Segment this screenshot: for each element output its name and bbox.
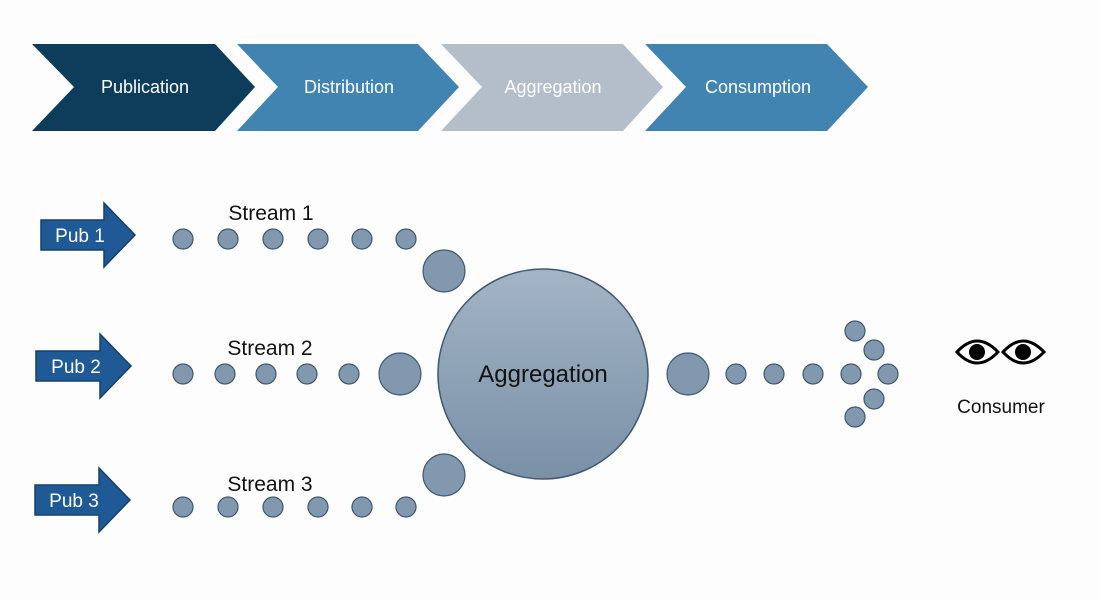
- aggregation-label: Aggregation: [478, 361, 607, 388]
- stream-dot: [763, 363, 785, 385]
- pipeline-step-label: Consumption: [705, 77, 811, 97]
- stream-dot: [351, 496, 373, 518]
- stream-dot: [351, 228, 373, 250]
- stream-dot: [262, 228, 284, 250]
- stream-dot: [877, 363, 899, 385]
- stream-2-dots: [172, 352, 422, 396]
- pipeline-step-label: Aggregation: [504, 77, 601, 97]
- pipeline-step-aggregation: Aggregation: [441, 44, 663, 131]
- stream-dot: [338, 363, 360, 385]
- stream-dot-large: [666, 352, 710, 396]
- chevron-shape: [32, 44, 255, 131]
- stream-dot: [172, 496, 194, 518]
- stream-label-1: Stream 1: [228, 202, 313, 225]
- stream-dot: [307, 496, 329, 518]
- stream-dot: [217, 228, 239, 250]
- pipeline-step-label: Publication: [101, 77, 189, 97]
- stream-labels: Stream 1 Stream 2 Stream 3: [227, 202, 313, 496]
- stream-1-dots: [172, 228, 466, 293]
- stream-3-dots: [172, 453, 466, 518]
- consumer: Consumer: [954, 339, 1047, 418]
- publisher-label: Pub 1: [55, 226, 105, 247]
- stream-dot-large: [422, 249, 466, 293]
- stream-dot: [844, 406, 866, 428]
- right-arrow-icon: [35, 332, 133, 400]
- eye-right-icon: [1000, 339, 1047, 365]
- stream-dot: [395, 228, 417, 250]
- stream-dot-large: [378, 352, 422, 396]
- chevron-shape: [441, 44, 663, 131]
- stream-dot: [262, 496, 284, 518]
- stream-label-2: Stream 2: [227, 337, 312, 360]
- stream-dot: [217, 496, 239, 518]
- publisher-label: Pub 2: [51, 357, 101, 378]
- stream-dot: [296, 363, 318, 385]
- stream-label-3: Stream 3: [227, 473, 312, 496]
- consumer-label: Consumer: [957, 397, 1045, 418]
- stream-dot: [802, 363, 824, 385]
- stream-dot: [255, 363, 277, 385]
- stream-dot: [725, 363, 747, 385]
- aggregation-node: Aggregation: [437, 268, 649, 480]
- stream-dot: [840, 363, 862, 385]
- stream-dot: [307, 228, 329, 250]
- stream-dot: [172, 363, 194, 385]
- stream-dot: [214, 363, 236, 385]
- eye-left-icon: [954, 339, 1001, 365]
- chevron-shape: [237, 44, 459, 131]
- aggregation-circle: [437, 268, 649, 480]
- stream-dot: [172, 228, 194, 250]
- chevron-shape: [645, 44, 868, 131]
- publishers: Pub 1 Pub 2 Pub 3: [34, 201, 137, 534]
- pipeline-step-label: Distribution: [304, 77, 394, 97]
- publisher-1: Pub 1: [40, 201, 137, 269]
- stream-dot: [844, 320, 866, 342]
- publisher-label: Pub 3: [49, 491, 99, 512]
- stream-dot: [863, 339, 885, 361]
- stream-dot-large: [422, 453, 466, 497]
- stream-dot: [395, 496, 417, 518]
- right-arrow-icon: [34, 466, 132, 534]
- pipeline-step-publication: Publication: [32, 44, 255, 131]
- eyes-icon: [954, 339, 1047, 365]
- publisher-2: Pub 2: [35, 332, 133, 400]
- right-arrow-icon: [40, 201, 137, 269]
- pipeline-step-distribution: Distribution: [237, 44, 459, 131]
- pipeline: Publication Distribution Aggregation Con…: [32, 44, 868, 131]
- stream-dot: [863, 388, 885, 410]
- pipeline-step-consumption: Consumption: [645, 44, 868, 131]
- publisher-3: Pub 3: [34, 466, 132, 534]
- output-stream-dots: [666, 320, 899, 428]
